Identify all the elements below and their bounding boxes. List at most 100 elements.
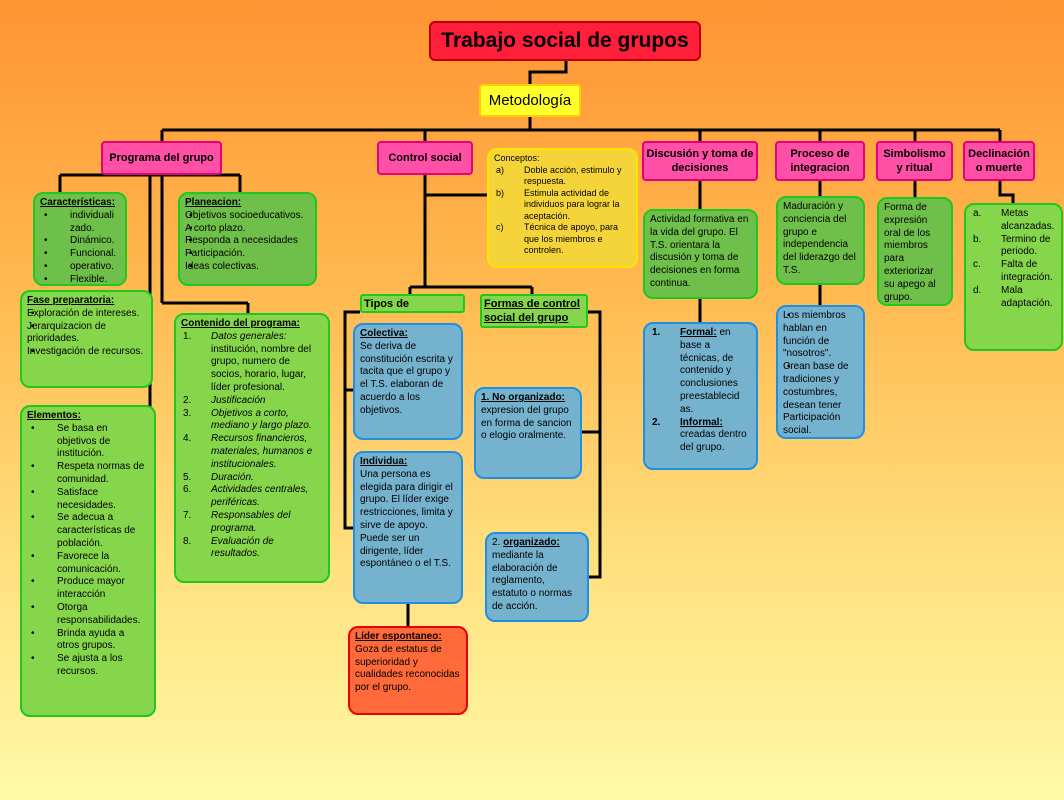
list-item: b) Estimula actividad de individuos para … (494, 188, 631, 223)
item-text: Falta de integración. (1001, 259, 1053, 283)
proceso-text-box: Maduración y conciencia del grupo e inde… (776, 196, 865, 285)
proceso-text: Maduración y conciencia del grupo e inde… (783, 201, 856, 276)
list-item: 1. Formal: en base a técnicas, de conteni… (650, 327, 751, 417)
list-item: 2.Informal: creadas dentro del grupo. (650, 417, 751, 455)
item-text: Técnica de apoyo, para que los miembros … (524, 222, 619, 256)
title-box: Trabajo social de grupos (429, 21, 701, 61)
formal-informal-box: 1. Formal: en base a técnicas, de conteni… (643, 322, 758, 470)
item-number: a) (496, 164, 505, 175)
list-item: Los miembros hablan en función de "nosot… (783, 310, 858, 361)
item-text: Metas alcanzadas. (1001, 208, 1055, 232)
list-item: Se basa en objetivos de institución. (27, 423, 149, 461)
conceptos-box: Conceptos: a)Doble acción, estimulo y re… (487, 148, 638, 268)
lider-heading: Líder espontaneo: (355, 631, 442, 642)
list-item: Dinámico. (40, 235, 120, 248)
tipos-desarrollo-box: Tipos de desarrollo (360, 294, 465, 313)
caracteristicas-list: individuali zado. Dinámico. Funcional. o… (40, 210, 120, 284)
list-item: 4.Recursos financieros, materiales, huma… (181, 433, 323, 471)
list-item: Se ajusta a los recursos. (27, 653, 149, 679)
formas-control-box: Formas de control social del grupo (480, 294, 588, 328)
list-item: Brinda ayuda a otros grupos. (27, 628, 149, 654)
no-organizado-box: 1. No organizado: expresion del grupo en… (474, 387, 582, 479)
list-item: Produce mayor interacción (27, 576, 149, 602)
item-text: Doble acción, estimulo y respuesta. (524, 164, 622, 187)
item-number: 1. (183, 330, 192, 342)
item-text: Estimula actividad de individuos para lo… (524, 187, 620, 221)
category-declinacion-label: Declinación o muerte (968, 147, 1030, 174)
planeacion-box: Planeacion: Objetivos socioeducativos. A… (178, 192, 317, 286)
list-item: A corto plazo. (185, 223, 310, 236)
item-text: creadas dentro del grupo. (680, 429, 747, 454)
category-control-label: Control social (388, 151, 462, 164)
organizado-box: 2. organizado: mediante la elaboración d… (485, 532, 589, 622)
item-number: d. (973, 284, 982, 296)
caracteristicas-heading: Características: (40, 197, 116, 208)
metodologia-box: Metodología (479, 84, 581, 117)
list-item: 5.Duración. (181, 472, 323, 485)
contenido-box: Contenido del programa: 1. Datos generale… (174, 313, 330, 583)
no-organizado-text: expresion del grupo en forma de sancion … (481, 404, 572, 442)
planeacion-heading: Planeacion: (185, 197, 242, 208)
list-item: c.Falta de integración. (971, 259, 1056, 285)
category-proceso-label: Proceso de integracion (790, 147, 850, 174)
item-number: b) (496, 187, 505, 198)
list-item: individuali zado. (40, 210, 120, 236)
list-item: Investigación de recursos. (27, 346, 146, 359)
elementos-heading: Elementos: (27, 410, 81, 421)
item-number: 8. (183, 535, 192, 547)
category-simbolismo-label: Simbolismo y ritual (883, 147, 946, 174)
declinacion-list-box: a. Metas alcanzadas. b. Termino de periodo… (964, 203, 1063, 351)
formas-label: Formas de control social del grupo (484, 298, 580, 325)
metodologia-label: Metodología (488, 91, 572, 109)
organizado-heading: organizado: (503, 537, 560, 548)
lider-espontaneo-box: Líder espontaneo: Goza de estatus de sup… (348, 626, 468, 715)
declinacion-list: a. Metas alcanzadas. b. Termino de periodo… (971, 208, 1056, 310)
item-title: Justificación (211, 394, 266, 406)
item-number: 1. (652, 327, 661, 338)
item-number: c) (496, 222, 504, 233)
list-item: Objetivos socioeducativos. (185, 210, 310, 223)
list-item: 8. Evaluación de resultados. (181, 536, 323, 562)
individua-box: Individua: Una persona es elegida para d… (353, 451, 463, 604)
item-number: 3. (183, 407, 192, 419)
list-item: d.Mala adaptación. (971, 285, 1056, 311)
item-heading: Formal: (680, 327, 717, 338)
item-number: a. (973, 208, 982, 219)
item-title: Evaluación de resultados. (211, 535, 274, 560)
simbolismo-text-box: Forma de expresión oral de los miembros … (877, 197, 953, 306)
elementos-box: Elementos: Se basa en objetivos de insti… (20, 405, 156, 717)
list-item: Favorece la comunicación. (27, 551, 149, 577)
item-text: institución, nombre del grupo, numero de… (211, 343, 312, 393)
list-item: Ideas colectivas. (185, 261, 310, 274)
individua-heading: Individua: (360, 456, 408, 467)
colectiva-text: Se deriva de constitución escrita y taci… (360, 340, 453, 416)
list-item: b. Termino de periodo. (971, 234, 1056, 260)
category-programa-label: Programa del grupo (109, 151, 214, 164)
list-item: Respeta normas de comunidad. (27, 461, 149, 487)
item-text: Termino de periodo. (1001, 233, 1051, 258)
list-item: Satisface necesidades. (27, 487, 149, 513)
category-discusion-label: Discusión y toma de decisiones (646, 147, 754, 174)
list-item: Crean base de tradiciones y costumbres, … (783, 361, 858, 437)
no-organizado-heading: 1. No organizado: (481, 392, 565, 403)
item-text: en base a técnicas, de contenido y concl… (680, 327, 740, 415)
item-title: Datos generales: (211, 330, 287, 342)
fase-heading: Fase preparatoria: (27, 295, 115, 306)
category-proceso: Proceso de integracion (775, 141, 865, 181)
elementos-list: Se basa en objetivos de institución. Res… (27, 423, 149, 679)
item-number: 4. (183, 433, 192, 445)
item-number: 2. (183, 394, 192, 406)
conceptos-list: a) Doble acción, estimulo y respuesta. b)… (494, 165, 631, 257)
lider-text: Goza de estatus de superioridad y cualid… (355, 643, 460, 694)
category-declinacion: Declinación o muerte (963, 141, 1035, 181)
simbolismo-text: Forma de expresión oral de los miembros … (884, 202, 936, 303)
category-programa: Programa del grupo (101, 141, 222, 175)
contenido-heading: Contenido del programa: (181, 318, 300, 329)
list-item: Participación. (185, 248, 310, 261)
item-title: Objetivos a corto, mediano y largo plazo… (211, 407, 312, 432)
list-item: 2. Justificación (181, 395, 323, 408)
item-number: b. (973, 233, 982, 245)
list-item: Flexible. (40, 274, 120, 284)
list-item: a. Metas alcanzadas. (971, 208, 1056, 234)
item-title: Duración. (211, 471, 254, 483)
